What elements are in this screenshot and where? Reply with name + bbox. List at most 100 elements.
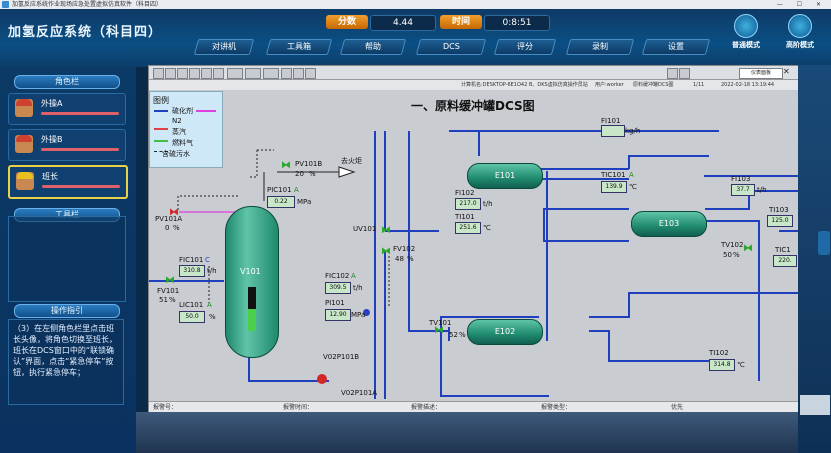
normal-mode-button[interactable]: 普通模式 bbox=[726, 14, 766, 52]
window-icon[interactable] bbox=[679, 68, 690, 79]
valve-fv101-icon[interactable]: ⧓ bbox=[165, 275, 175, 286]
screen-name: 原料缓冲罐DCS图 bbox=[633, 82, 674, 88]
help-icon[interactable] bbox=[305, 68, 316, 79]
valve-fv102-icon[interactable]: ⧓ bbox=[381, 246, 391, 257]
minimap-thumbnail[interactable] bbox=[800, 395, 830, 415]
station-name: B、DKS虚拟仿真操作员站 bbox=[529, 82, 588, 88]
legend-panel: 图例 硫化剂 N2 蒸汽 燃料气 含硫污水 bbox=[149, 91, 223, 168]
pic101-unit: MPa bbox=[297, 198, 312, 206]
exchanger-e101[interactable]: E101 bbox=[467, 163, 543, 189]
fv102-unit: % bbox=[407, 255, 414, 263]
valve-pv101b-icon[interactable]: ⧓ bbox=[281, 160, 291, 171]
list-icon[interactable] bbox=[201, 68, 212, 79]
valve-tv102-icon[interactable]: ⧓ bbox=[743, 243, 753, 254]
pi101-value[interactable]: 12.90 bbox=[325, 309, 351, 321]
menu-help-button[interactable]: 帮助 bbox=[339, 39, 407, 55]
legend-swatch bbox=[154, 110, 168, 112]
worker-avatar-icon bbox=[15, 99, 33, 117]
back-icon[interactable] bbox=[263, 68, 279, 79]
fi101-value[interactable] bbox=[601, 125, 625, 137]
pv101b-value: 20 bbox=[295, 170, 304, 178]
fv102-value: 48 bbox=[395, 255, 404, 263]
exchanger-e102[interactable]: E102 bbox=[467, 319, 543, 345]
legend-title: 图例 bbox=[153, 96, 169, 105]
app-icon bbox=[2, 1, 9, 8]
menu-dcs-button[interactable]: DCS bbox=[415, 39, 487, 55]
vessel-v101[interactable]: V101 bbox=[225, 206, 279, 358]
fic101-value[interactable]: 310.8 bbox=[179, 265, 205, 277]
fi103-value[interactable]: 37.7 bbox=[731, 184, 755, 196]
grid-icon[interactable] bbox=[165, 68, 176, 79]
pic101-value[interactable]: 0.22 bbox=[267, 196, 295, 208]
window-controls[interactable]: — ☐ ✕ bbox=[776, 1, 827, 8]
ti101-unit: ℃ bbox=[483, 224, 491, 232]
prev-page-icon[interactable] bbox=[227, 68, 243, 79]
valve-pv101a-icon[interactable]: ⧓ bbox=[169, 207, 179, 218]
close-icon[interactable]: ✕ bbox=[783, 67, 790, 76]
pv101a-value: 0 bbox=[165, 224, 170, 232]
print-icon[interactable] bbox=[293, 68, 304, 79]
menu-settings-button[interactable]: 设置 bbox=[641, 39, 711, 55]
role-name: 班长 bbox=[42, 172, 58, 181]
lic101-mode: A bbox=[207, 301, 212, 309]
fic102-mode: A bbox=[351, 272, 356, 280]
priority-label: 优先 bbox=[671, 404, 684, 411]
valve-tv101-icon[interactable]: ⧓ bbox=[434, 325, 444, 336]
tic101-unit: ℃ bbox=[629, 183, 637, 191]
chart-icon[interactable] bbox=[177, 68, 188, 79]
legend-swatch bbox=[196, 110, 216, 112]
tic101-value[interactable]: 139.9 bbox=[601, 181, 627, 193]
scene-bottom bbox=[136, 412, 798, 453]
time-value: 0:8:51 bbox=[484, 15, 550, 31]
printer-icon[interactable] bbox=[667, 68, 678, 79]
menu-score-button[interactable]: 评分 bbox=[493, 39, 557, 55]
menu-walkie-talkie-button[interactable]: 对讲机 bbox=[193, 39, 255, 55]
vessel-label: V101 bbox=[240, 267, 261, 276]
fi102-value[interactable]: 217.0 bbox=[455, 198, 481, 210]
alarm-time-label: 报警时间： bbox=[283, 404, 314, 411]
menu-record-button[interactable]: 录制 bbox=[565, 39, 635, 55]
overview-dropdown[interactable]: 仪表面板 bbox=[739, 68, 783, 79]
pump-icon[interactable] bbox=[317, 374, 327, 384]
pv101b-unit: % bbox=[309, 170, 316, 178]
role-item-operator-a[interactable]: 外操A bbox=[8, 93, 126, 125]
advanced-mode-button[interactable]: 高阶模式 bbox=[780, 14, 820, 52]
side-tab-button[interactable] bbox=[818, 231, 830, 255]
page-number: 1/11 bbox=[693, 82, 705, 88]
tools-area bbox=[8, 216, 126, 302]
v02p101b-tag: V02P101B bbox=[323, 353, 360, 361]
table-icon[interactable] bbox=[213, 68, 224, 79]
home-icon[interactable] bbox=[153, 68, 164, 79]
ti102-value[interactable]: 314.8 bbox=[709, 359, 735, 371]
dcs-info-bar: 计算机名:DESKTOP-6E1O42 B、DKS虚拟仿真操作员站 用户:wor… bbox=[149, 80, 799, 90]
fic101-mode: C bbox=[205, 256, 210, 264]
score-value: 4.44 bbox=[370, 15, 436, 31]
normal-mode-label: 普通模式 bbox=[732, 41, 760, 49]
lic101-value[interactable]: 50.0 bbox=[179, 311, 205, 323]
tic101-tag: TIC101 bbox=[601, 171, 626, 179]
menu-toolbox-button[interactable]: 工具箱 bbox=[265, 39, 333, 55]
fic102-value[interactable]: 309.5 bbox=[325, 282, 351, 294]
v02p101a-tag: V02P101A bbox=[341, 389, 378, 397]
role-item-operator-b[interactable]: 外操B bbox=[8, 129, 126, 161]
ti103-value[interactable]: 125.0 bbox=[767, 215, 793, 227]
valve-uv101-icon[interactable]: ⧓ bbox=[381, 225, 391, 236]
time-label: 时间 bbox=[440, 15, 482, 29]
ti102-unit: ℃ bbox=[737, 361, 745, 369]
trend-icon[interactable] bbox=[189, 68, 200, 79]
legend-label: 燃料气 bbox=[172, 139, 193, 147]
guide-text: （3）在左侧角色栏里点击班长头像，将角色切换至班长，班长在DCS窗口中的“联锁确… bbox=[8, 319, 124, 405]
pv101a-unit: % bbox=[173, 224, 180, 232]
tv102-unit: % bbox=[733, 251, 740, 259]
alarm-status-bar: 报警号： 报警时间： 报警描述： 报警类型： 优先 bbox=[149, 401, 799, 414]
role-item-shift-leader[interactable]: 班长 bbox=[8, 165, 128, 199]
ti101-value[interactable]: 251.6 bbox=[455, 222, 481, 234]
diagram-title: 一、原料缓冲罐DCS图 bbox=[411, 99, 535, 113]
alarm-icon[interactable] bbox=[281, 68, 292, 79]
tic1-value[interactable]: 220. bbox=[773, 255, 797, 267]
legend-label: 硫化剂 bbox=[172, 107, 193, 115]
fv101-tag: FV101 bbox=[157, 287, 180, 295]
next-page-icon[interactable] bbox=[245, 68, 261, 79]
exchanger-e103[interactable]: E103 bbox=[631, 211, 707, 237]
fi101-unit: kg/h bbox=[625, 127, 641, 135]
